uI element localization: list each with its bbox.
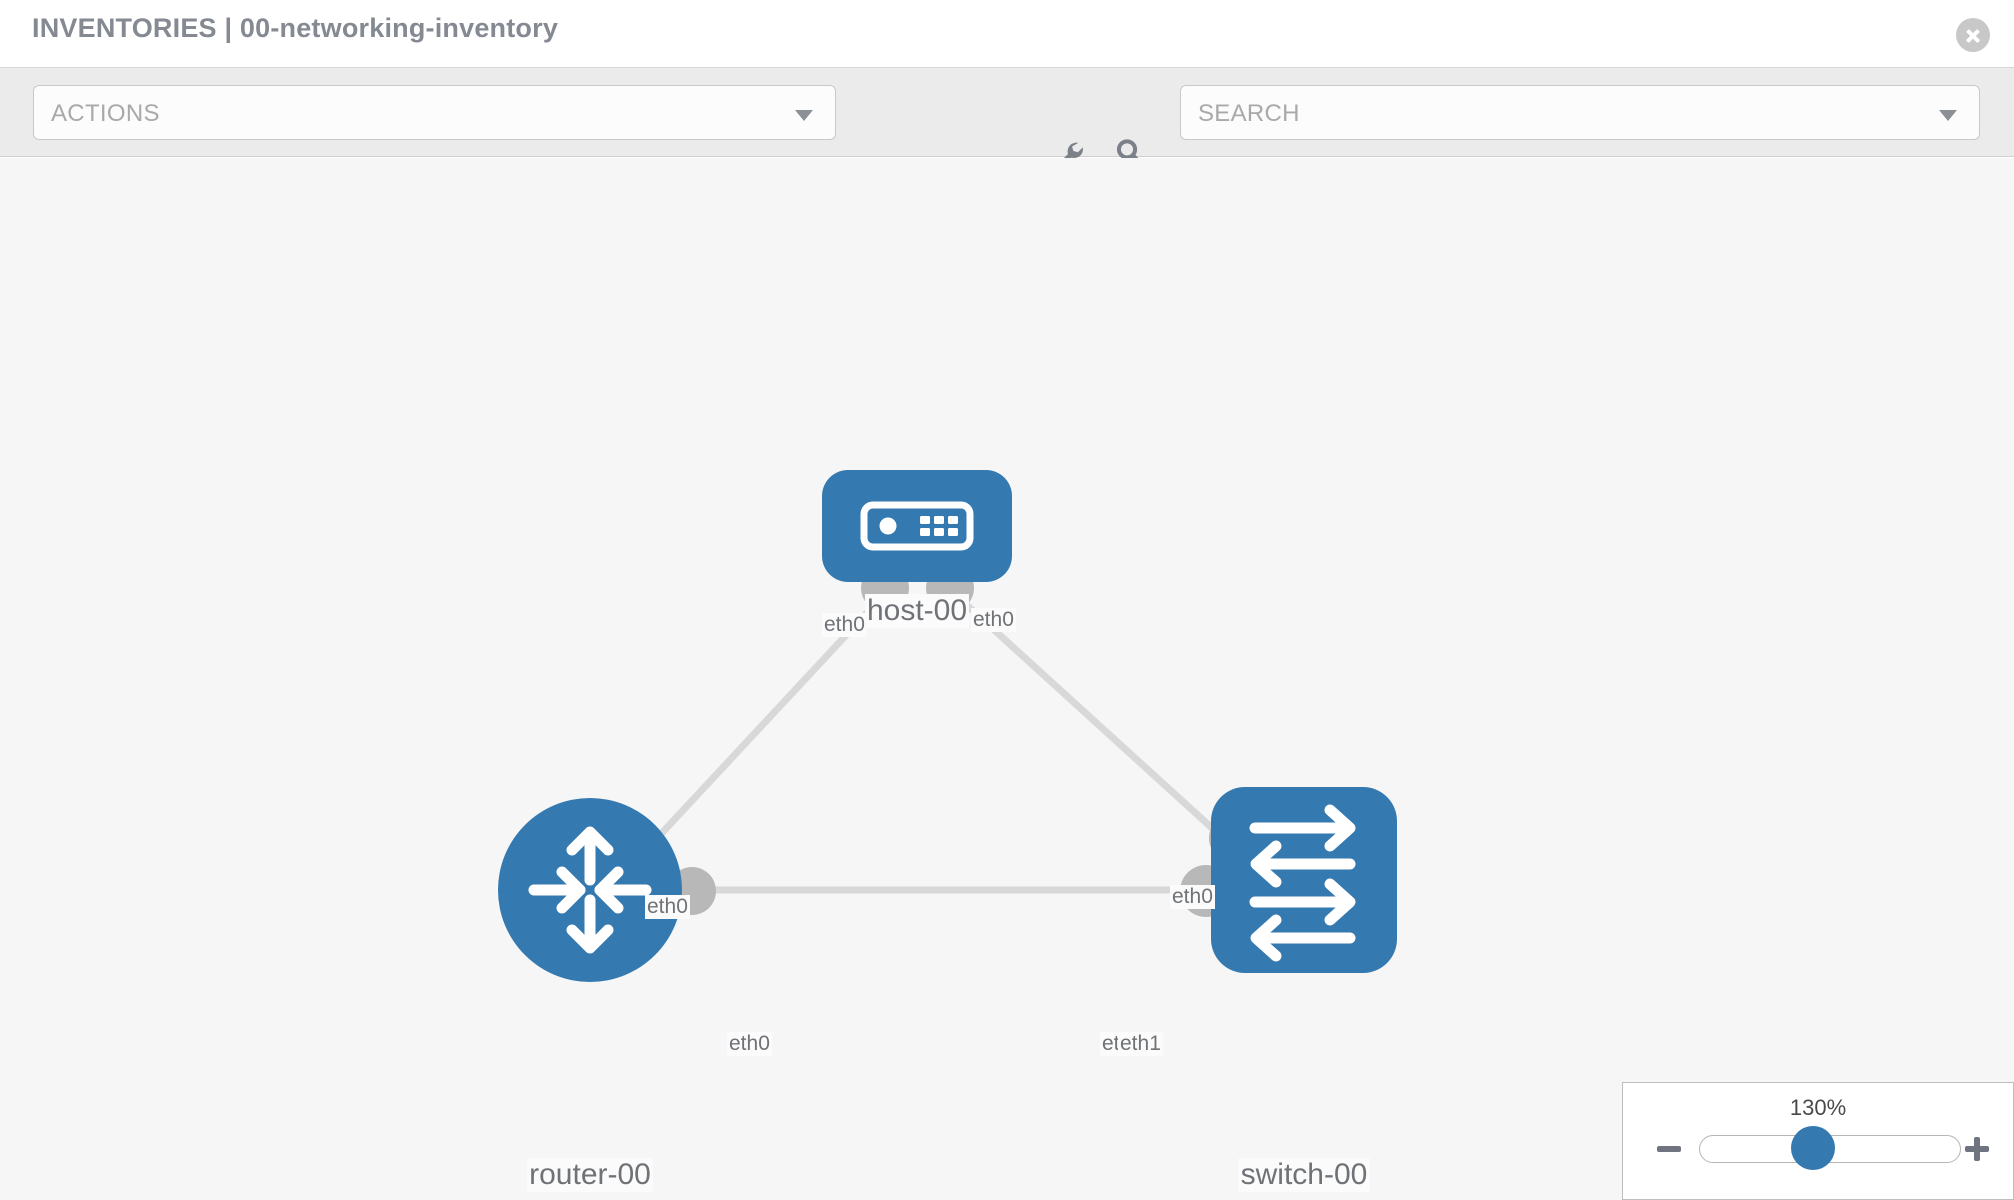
toolbar: ACTIONS SEARCH xyxy=(0,68,2014,174)
topology-graph xyxy=(498,470,1397,982)
minus-icon[interactable] xyxy=(1655,1135,1683,1163)
server-icon xyxy=(860,501,974,551)
chevron-down-icon xyxy=(1939,110,1957,121)
node-switch-00[interactable] xyxy=(1211,787,1397,973)
router-arrows-icon xyxy=(528,826,652,954)
node-router-00[interactable] xyxy=(498,798,682,982)
zoom-level-value: 130% xyxy=(1789,1095,1847,1120)
zoom-slider-thumb[interactable] xyxy=(1791,1126,1835,1170)
plus-icon[interactable] xyxy=(1963,1135,1991,1163)
actions-dropdown-label: ACTIONS xyxy=(51,100,160,127)
node-host-00[interactable] xyxy=(822,470,1012,582)
page-title: INVENTORIES | 00-networking-inventory xyxy=(32,13,559,43)
topology-links xyxy=(616,584,1249,894)
chevron-down-icon xyxy=(795,110,813,121)
switch-arrows-icon xyxy=(1249,804,1356,962)
actions-dropdown[interactable]: ACTIONS xyxy=(33,85,836,140)
search-input[interactable]: SEARCH xyxy=(1180,85,1980,140)
search-placeholder: SEARCH xyxy=(1198,100,1300,127)
zoom-control-panel: 130% xyxy=(1622,1082,2014,1200)
close-icon[interactable] xyxy=(1956,18,1990,52)
link-host-switch xyxy=(944,584,1249,862)
topology-canvas[interactable]: host-00 router-00 switch-00 eth0 eth0 et… xyxy=(0,158,2014,1200)
topology-port-connectors xyxy=(668,564,1261,917)
page-header: INVENTORIES | 00-networking-inventory xyxy=(0,0,2014,68)
